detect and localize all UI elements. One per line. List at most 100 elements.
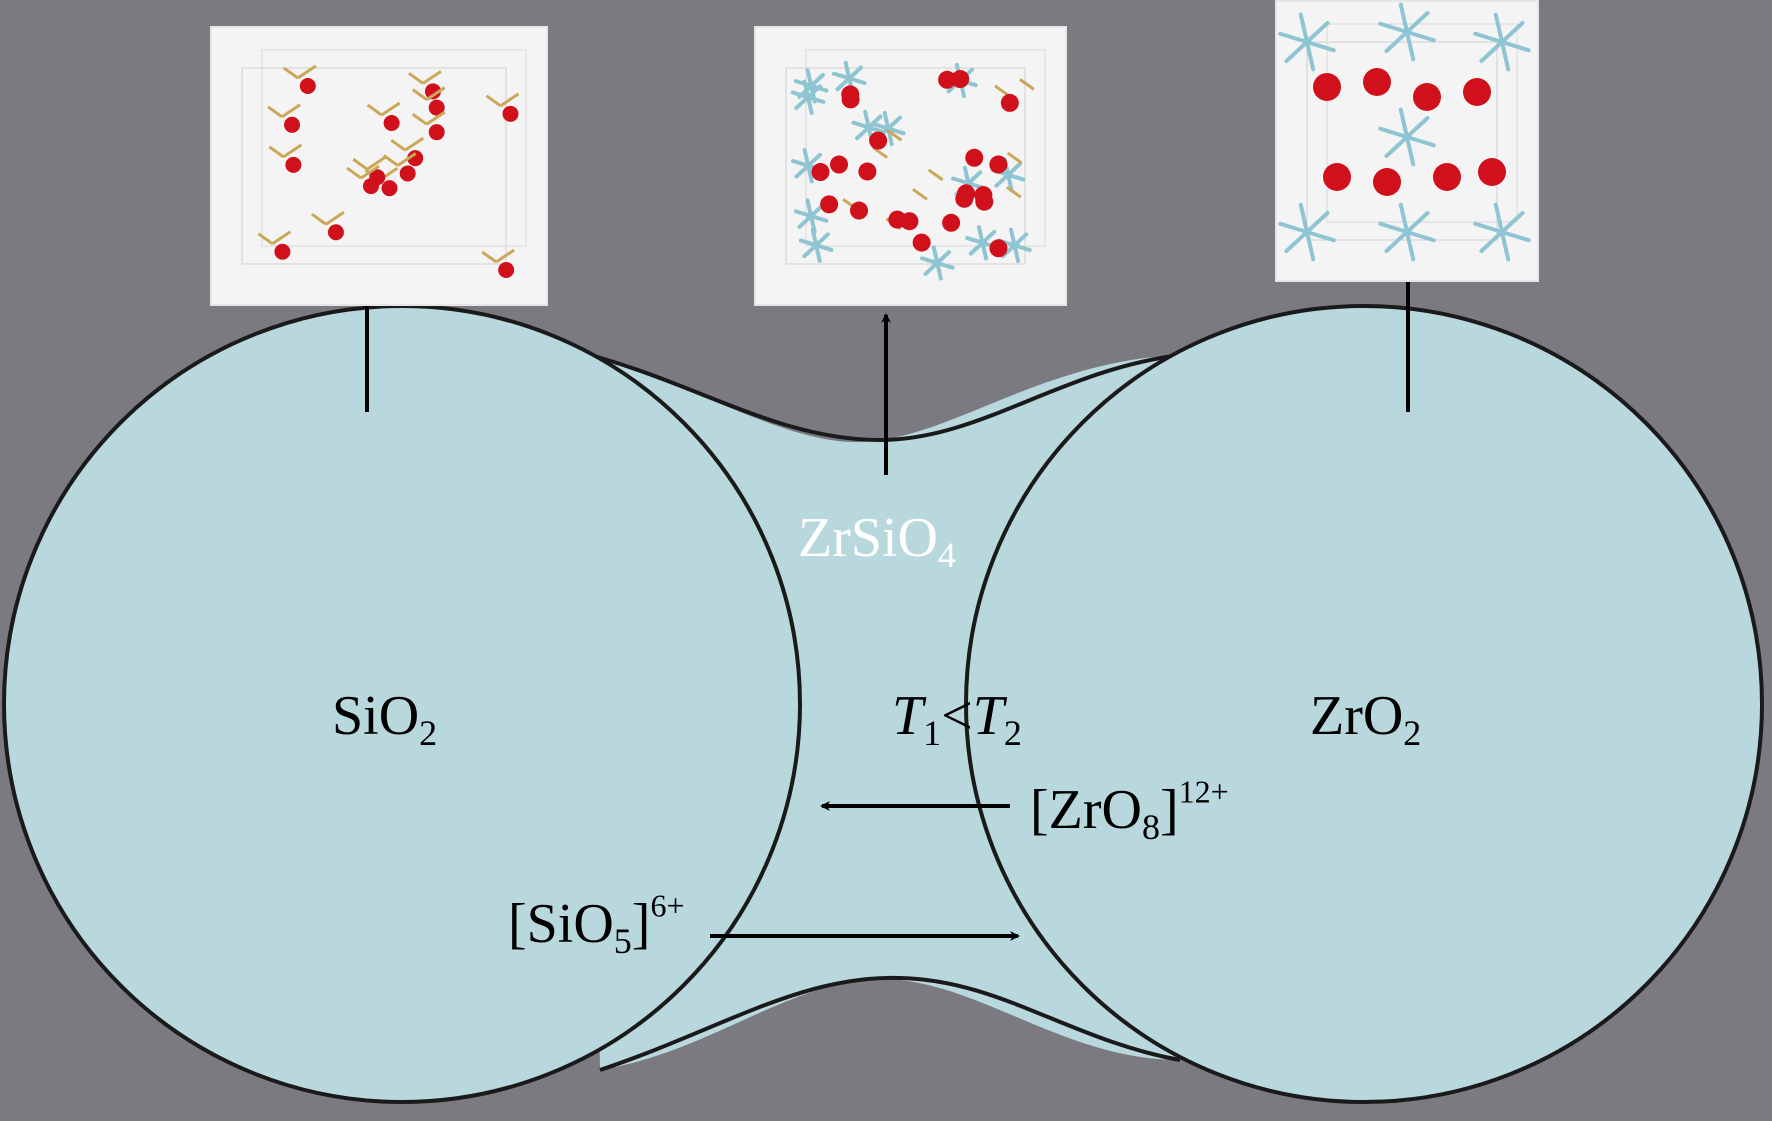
oxygen-atom	[912, 233, 931, 252]
oxygen-atom	[1478, 158, 1506, 186]
silicon-bond	[1006, 151, 1023, 165]
silicon-bond	[352, 158, 369, 171]
sio2-structure-panel	[210, 26, 548, 306]
metal-bond	[814, 243, 822, 263]
metal-bond	[1006, 161, 1022, 177]
silicon-bond	[380, 101, 401, 117]
metal-bond	[1500, 210, 1525, 234]
metal-bond	[1305, 40, 1336, 53]
metal-bond	[1378, 126, 1409, 139]
metal-bond	[851, 120, 871, 130]
metal-bond	[805, 68, 814, 88]
metal-bond	[1384, 230, 1409, 254]
oxygen-atom	[299, 78, 316, 95]
unit-cell-edge	[805, 49, 1046, 247]
oxygen-atom	[424, 83, 441, 100]
metal-bond	[1012, 232, 1029, 248]
oxygen-atom	[841, 90, 860, 109]
oxygen-atom	[888, 210, 907, 229]
metal-bond	[1305, 40, 1316, 72]
metal-bond	[980, 229, 997, 245]
oxygen-atom	[381, 180, 398, 197]
silicon-bond	[282, 143, 303, 159]
oxygen-atom	[1463, 78, 1491, 106]
oxygen-atom	[869, 131, 888, 150]
metal-bond	[866, 125, 887, 135]
silicon-bond	[872, 146, 889, 159]
zrsio4-structure-image	[785, 49, 1046, 281]
metal-bond	[854, 125, 871, 141]
oxygen-atom	[498, 261, 515, 278]
oxygen-atom	[399, 165, 416, 182]
zrsio4-label: ZrSiO4	[798, 507, 956, 575]
metal-bond	[1398, 202, 1409, 234]
metal-bond	[976, 225, 985, 245]
metal-bond	[1012, 243, 1032, 253]
oxygen-atom	[502, 105, 519, 122]
neck-bottom-curve	[599, 975, 1181, 1072]
zro2-structure-panel	[1275, 0, 1539, 282]
metal-bond	[1405, 230, 1416, 262]
metal-bond	[806, 152, 822, 168]
silicon-bond	[1005, 185, 1022, 199]
metal-bond	[966, 170, 983, 186]
metal-bond	[809, 83, 817, 104]
silicon-bond	[495, 248, 516, 264]
metal-bond	[1405, 30, 1436, 43]
oxygen-atom	[830, 155, 849, 174]
metal-bond	[962, 165, 971, 186]
metal-bond	[931, 245, 940, 265]
metal-bond	[794, 95, 811, 111]
metal-bond	[1405, 135, 1416, 167]
metal-bond	[1405, 135, 1436, 148]
oxygen-atom	[942, 213, 961, 232]
metal-bond	[1473, 31, 1504, 44]
metal-bond	[1305, 230, 1316, 262]
metal-bond	[1305, 230, 1336, 243]
sio2-structure-image	[241, 49, 527, 278]
silicon-bond	[485, 94, 502, 108]
metal-bond	[806, 163, 814, 184]
metal-bond	[886, 115, 902, 131]
metal-bond	[809, 214, 829, 223]
metal-bond	[798, 238, 819, 248]
zro2-particle	[964, 304, 1764, 1104]
oxygen-atom	[1313, 73, 1341, 101]
oxygen-atom	[1000, 93, 1019, 112]
oxygen-atom	[407, 150, 424, 167]
oxygen-atom	[428, 99, 445, 116]
metal-bond	[802, 148, 811, 168]
silicon-bond	[422, 70, 442, 85]
metal-bond	[790, 158, 811, 168]
metal-bond	[1284, 40, 1309, 64]
metal-bond	[1298, 12, 1309, 44]
oxygen-atom	[1433, 163, 1461, 191]
oxygen-atom	[1413, 83, 1441, 111]
silicon-bond	[927, 168, 944, 182]
metal-bond	[809, 72, 825, 88]
silicon-bond	[268, 145, 285, 159]
silicon-bond	[271, 230, 292, 246]
silicon-bond	[499, 92, 520, 108]
metal-bond	[802, 243, 819, 259]
neck-top-curve	[589, 353, 1181, 443]
metal-bond	[1298, 202, 1309, 234]
metal-bond	[809, 83, 829, 93]
metal-bond	[1384, 30, 1409, 54]
oxygen-atom	[1373, 168, 1401, 196]
silicon-bond	[346, 166, 362, 180]
metal-bond	[1398, 107, 1409, 139]
metal-bond	[1493, 12, 1504, 44]
unit-cell-edge	[261, 49, 527, 247]
oxygen-atom	[327, 224, 344, 241]
metal-bond	[1278, 31, 1309, 44]
silicon-bond	[481, 250, 498, 264]
silicon-bond	[912, 188, 928, 201]
metal-bond	[847, 76, 867, 86]
metal-bond	[793, 79, 814, 88]
zrsio4-structure-panel	[754, 26, 1067, 306]
oxygen-atom	[363, 178, 380, 195]
metal-bond	[968, 240, 985, 256]
silicon-bond	[366, 156, 387, 171]
